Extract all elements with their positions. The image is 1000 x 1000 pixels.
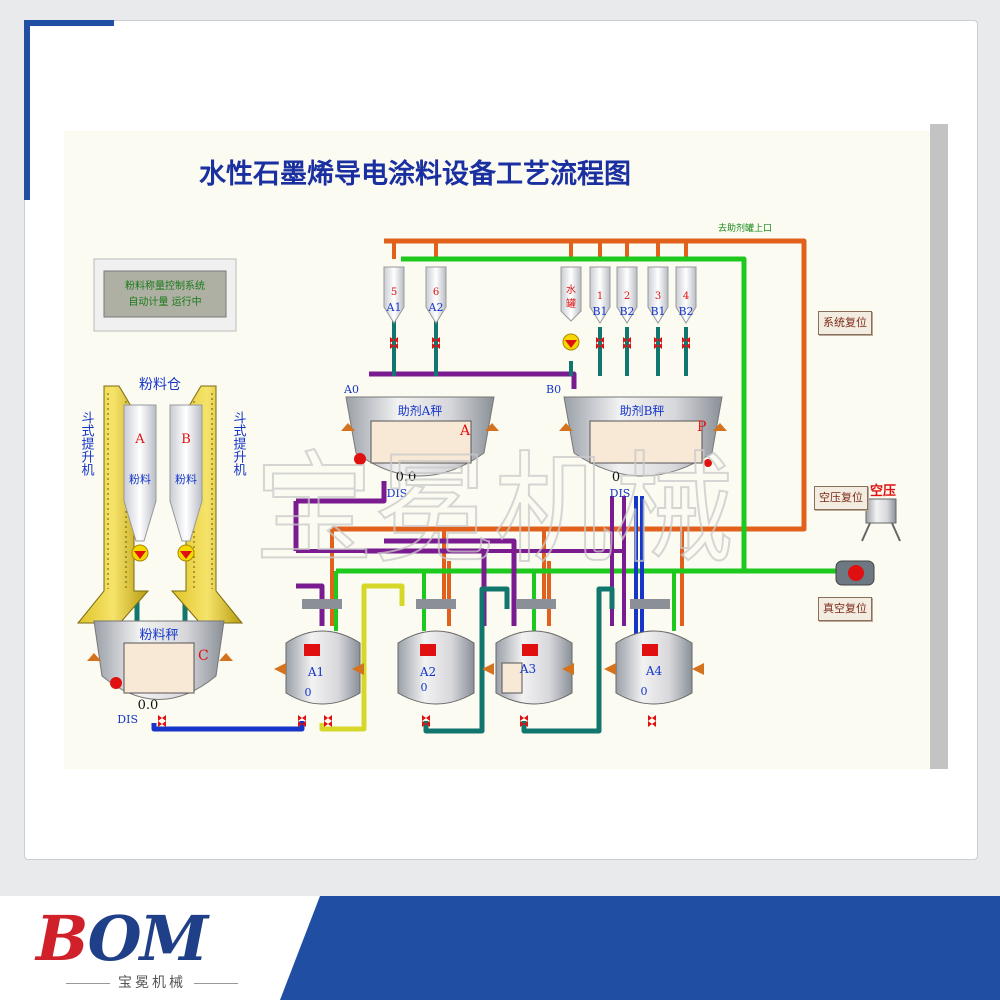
svg-text:A1: A1 — [307, 665, 324, 679]
svg-text:粉料: 粉料 — [175, 472, 197, 486]
company-logo: BOM — [36, 902, 209, 975]
valve-cluster — [390, 337, 690, 349]
air-reset-button[interactable]: 空压复位 — [814, 486, 868, 510]
svg-text:A2: A2 — [419, 665, 436, 679]
svg-text:A1: A1 — [386, 301, 402, 314]
svg-text:罐: 罐 — [566, 297, 576, 310]
footer: BOM 宝冕机械 — [0, 896, 1000, 1000]
additive-tank-B1: 3 B1 — [647, 266, 669, 324]
svg-text:0: 0 — [421, 681, 428, 694]
watermark: 宝冕机械 — [254, 441, 734, 580]
accent-line — [24, 20, 114, 26]
svg-text:0.0: 0.0 — [138, 698, 159, 713]
aux-b-scale: 助剂B秤 P 0 DIS B0 — [546, 383, 727, 500]
svg-text:助剂B秤: 助剂B秤 — [620, 403, 665, 418]
svg-text:B0: B0 — [546, 383, 561, 396]
powder-bin-b: B 粉料 — [169, 404, 203, 562]
scrollbar[interactable] — [930, 124, 948, 769]
valve-cluster — [158, 715, 656, 727]
process-flow-diagram: 粉料称量控制系统 自动计量 运行中 水性石墨烯导电涂料设备工艺流程图 斗式提升机… — [76, 158, 901, 734]
svg-text:2: 2 — [624, 291, 630, 302]
vacuum-pump — [835, 560, 875, 586]
additive-tank-A1: 5 A1 — [383, 266, 405, 324]
reactor-A2: A2 0 — [397, 599, 475, 705]
powder-scale: 粉料秤 C 0.0 DIS — [87, 620, 233, 726]
svg-text:B1: B1 — [650, 305, 665, 318]
display-line-2: 自动计量 运行中 — [128, 295, 201, 308]
svg-text:DIS: DIS — [610, 487, 631, 500]
svg-text:5: 5 — [391, 287, 397, 298]
additive-tank-B1: 1 B1 — [589, 266, 611, 324]
svg-text:6: 6 — [433, 287, 439, 298]
pipe-network — [134, 238, 844, 734]
svg-text:C: C — [198, 648, 209, 664]
svg-text:B2: B2 — [678, 305, 693, 318]
svg-text:0: 0 — [612, 470, 620, 485]
system-reset-button[interactable]: 系统复位 — [818, 311, 872, 335]
svg-text:助剂A秤: 助剂A秤 — [398, 403, 443, 418]
pipe-note: 去助剂罐上口 — [718, 222, 772, 234]
svg-text:DIS: DIS — [387, 487, 408, 500]
svg-text:3: 3 — [655, 291, 661, 302]
reactor-A1: A1 0 — [274, 599, 364, 705]
logo-chinese: 宝冕机械 — [58, 972, 246, 992]
svg-text:A: A — [459, 423, 471, 439]
svg-text:B: B — [181, 432, 191, 447]
additive-tank-A2: 6 A2 — [425, 266, 447, 324]
svg-text:粉料秤: 粉料秤 — [139, 628, 178, 643]
additive-tank-B2: 4 B2 — [675, 266, 697, 324]
display-line-1: 粉料称量控制系统 — [125, 279, 205, 292]
svg-text:P: P — [697, 419, 706, 435]
svg-text:B1: B1 — [592, 305, 607, 318]
vacuum-reset-button[interactable]: 真空复位 — [818, 597, 872, 621]
svg-text:B2: B2 — [619, 305, 634, 318]
svg-text:0: 0 — [641, 685, 648, 698]
logo-om: OM — [87, 902, 209, 975]
svg-text:粉料: 粉料 — [129, 472, 151, 486]
svg-text:A: A — [134, 432, 145, 447]
elevator-left-label: 斗式提升机 — [79, 411, 95, 477]
powder-bin-title: 粉料仓 — [139, 377, 181, 393]
svg-text:A0: A0 — [343, 383, 359, 396]
water-tank: 水 罐 — [560, 266, 582, 351]
svg-text:A2: A2 — [428, 301, 444, 314]
page-title: 水性石墨烯导电涂料设备工艺流程图 — [199, 158, 631, 190]
svg-text:4: 4 — [683, 291, 689, 302]
aux-a-scale: 助剂A秤 A 0.0 DIS A0 — [341, 383, 499, 500]
svg-text:1: 1 — [597, 291, 603, 302]
svg-text:A4: A4 — [645, 664, 663, 678]
additive-tank-B2: 2 B2 — [616, 266, 638, 324]
logo-b: B — [36, 902, 90, 975]
powder-bin-a: A 粉料 — [123, 404, 157, 562]
reactor-A3: A3 — [482, 599, 574, 705]
accent-line — [24, 20, 30, 200]
footer-band — [280, 896, 1000, 1000]
svg-text:0.0: 0.0 — [396, 470, 417, 485]
svg-text:空压: 空压 — [870, 483, 896, 499]
elevator-right-label: 斗式提升机 — [231, 411, 247, 477]
svg-text:0: 0 — [305, 686, 312, 699]
svg-text:A3: A3 — [519, 662, 536, 676]
svg-text:水: 水 — [566, 284, 576, 296]
display-panel: 粉料称量控制系统 自动计量 运行中 — [93, 258, 237, 332]
air-compressor: 空压 — [861, 483, 901, 542]
svg-text:DIS: DIS — [117, 713, 138, 726]
reactor-A4: A4 0 — [604, 599, 704, 705]
